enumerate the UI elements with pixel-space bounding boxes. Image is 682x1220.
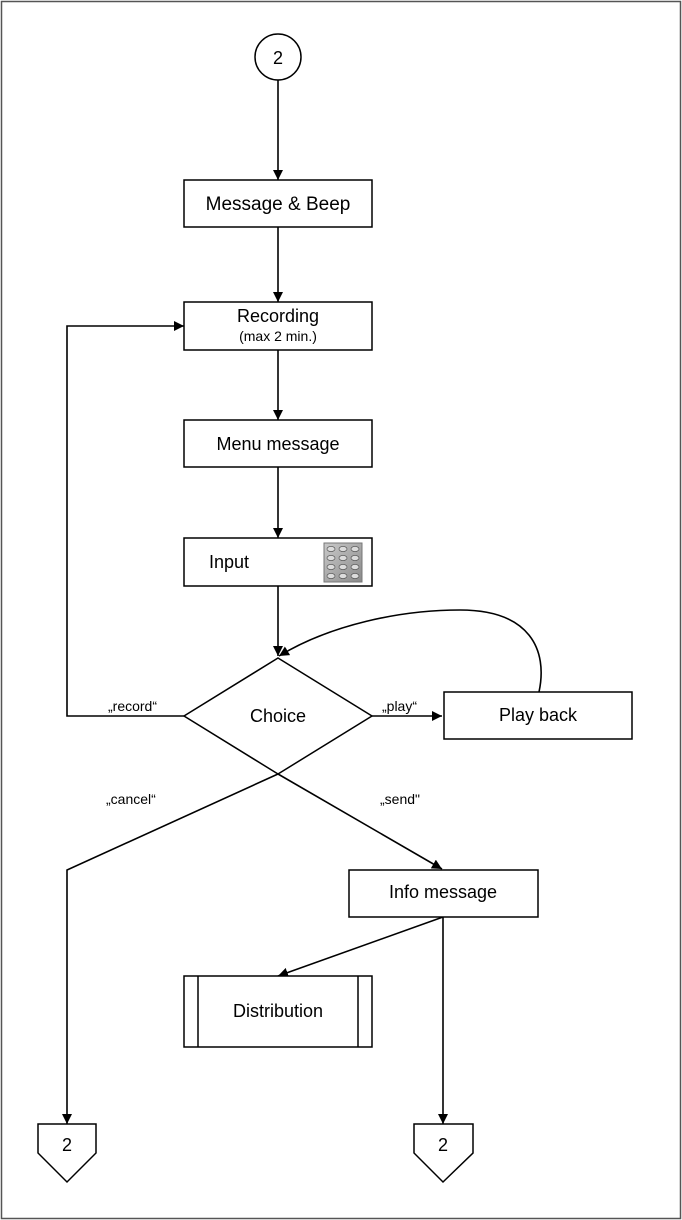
- choice-node: Choice: [182, 657, 374, 775]
- recording-node: Recording (max 2 min.): [183, 301, 373, 351]
- input-node: Input: [183, 537, 373, 587]
- distribution-node: Distribution: [183, 975, 373, 1048]
- edge-choice-to-info: [277, 773, 443, 870]
- menu-message-label: Menu message: [216, 434, 339, 454]
- distribution-label: Distribution: [233, 1001, 323, 1021]
- start-connector-label: 2: [273, 48, 283, 68]
- input-label: Input: [209, 552, 249, 572]
- end-connector-right-label: 2: [438, 1135, 448, 1155]
- menu-message-node: Menu message: [183, 419, 373, 468]
- info-message-label: Info message: [389, 882, 497, 902]
- start-connector: 2: [254, 33, 302, 81]
- keypad-icon: [323, 542, 363, 583]
- play-back-node: Play back: [443, 691, 633, 740]
- choice-label: Choice: [250, 706, 306, 726]
- play-back-label: Play back: [499, 705, 578, 725]
- edge-label-send: „send": [380, 791, 420, 807]
- recording-label: Recording: [237, 306, 319, 326]
- message-beep-label: Message & Beep: [206, 194, 351, 215]
- edge-choice-to-recording: [66, 321, 184, 717]
- edge-label-cancel: „cancel“: [106, 791, 156, 807]
- edge-label-record: „record“: [108, 698, 157, 714]
- end-connector-left-label: 2: [62, 1135, 72, 1155]
- edge-choice-to-cancel-connector: [62, 773, 279, 1124]
- end-connector-left: 2: [37, 1123, 97, 1184]
- recording-note: (max 2 min.): [239, 328, 317, 344]
- edge-playback-to-choice: [278, 609, 542, 693]
- edge-info-to-distribution: [277, 916, 444, 978]
- message-beep-node: Message & Beep: [183, 179, 373, 228]
- info-message-node: Info message: [348, 869, 539, 918]
- end-connector-right: 2: [413, 1123, 474, 1184]
- edge-label-play: „play“: [382, 698, 417, 714]
